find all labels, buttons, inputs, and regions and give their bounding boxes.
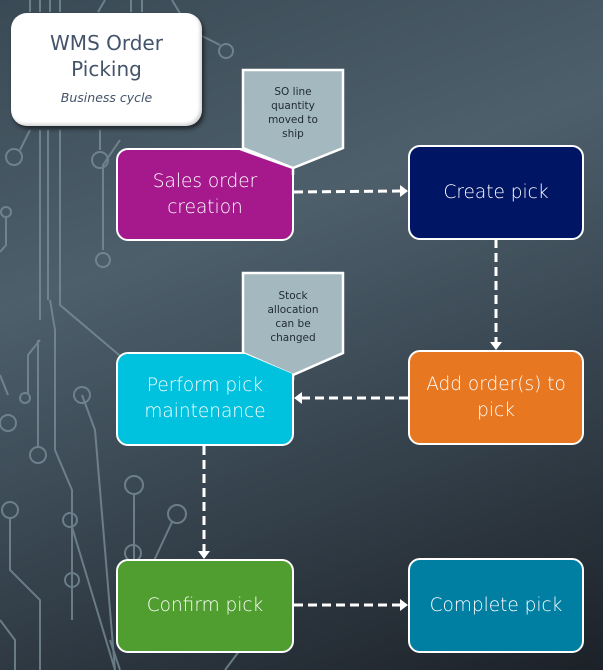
node-label: Complete pick	[429, 594, 563, 616]
diagram-subtitle: Business cycle	[60, 90, 153, 105]
node-label-line-2: maintenance	[144, 401, 266, 422]
node-label-line-2: creation	[167, 196, 243, 218]
edge-sales-to-create	[293, 189, 401, 194]
arrowhead-icon	[294, 392, 302, 404]
node-confirm-pick: Confirm pick	[116, 559, 294, 653]
node-label-line-2: pick	[477, 399, 515, 421]
note-line: moved to	[268, 114, 318, 126]
node-label-line-1: Perform pick	[146, 375, 264, 396]
node-label: Create pick	[443, 181, 549, 203]
title-line-1: WMS Order	[50, 31, 163, 55]
note-line: quantity	[271, 100, 315, 112]
note-line: allocation	[267, 304, 319, 316]
note-shape-so-line	[241, 68, 345, 170]
node-complete-pick: Complete pick	[408, 558, 584, 653]
node-create-pick: Create pick	[408, 145, 584, 240]
note-line: can be	[275, 318, 311, 330]
node-label: Confirm pick	[146, 595, 264, 616]
arrowhead-icon	[198, 551, 210, 559]
title-card: WMS Order Picking Business cycle	[11, 13, 202, 126]
note-line: Stock	[278, 290, 308, 302]
note-line: changed	[270, 332, 316, 344]
title-line-2: Picking	[71, 57, 142, 81]
node-perform-pick-maintenance: Perform pick maintenance	[116, 352, 294, 446]
note-so-line-quantity: SO line quantity moved to ship	[243, 85, 343, 141]
arrowhead-icon	[490, 342, 502, 350]
note-line: SO line	[274, 86, 312, 98]
arrowhead-icon	[400, 185, 408, 197]
arrowhead-icon	[400, 599, 408, 611]
node-sales-order-creation: Sales order creation	[116, 148, 294, 241]
node-add-orders-to-pick: Add order(s) to pick	[408, 350, 584, 445]
node-label-line-1: Add order(s) to	[426, 373, 566, 395]
note-line: ship	[282, 128, 304, 140]
diagram-title: WMS Order Picking	[11, 30, 202, 82]
note-shape-stock-allocation	[241, 271, 345, 377]
note-stock-allocation: Stock allocation can be changed	[243, 289, 343, 345]
node-label-line-1: Sales order	[152, 170, 258, 192]
